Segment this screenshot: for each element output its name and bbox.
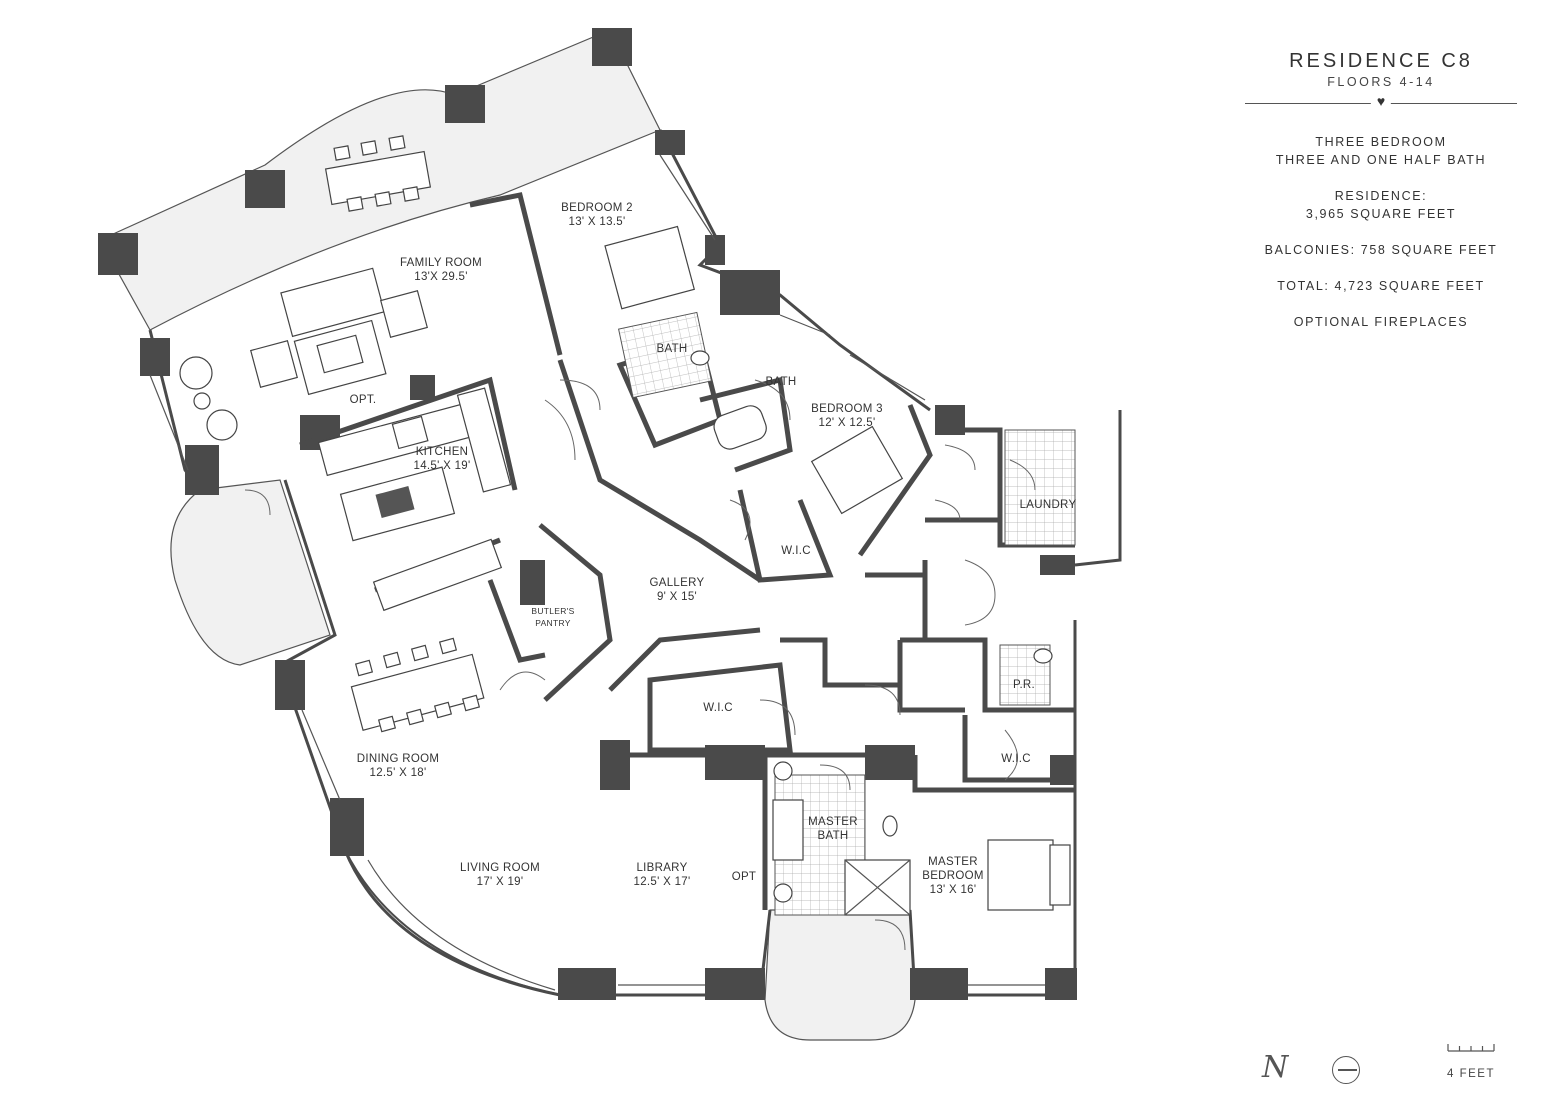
residence-label: RESIDENCE:	[1334, 189, 1428, 203]
family-room-name: FAMILY ROOM	[400, 257, 482, 269]
balconies-block: BALCONIES: 758 SQUARE FEET	[1245, 241, 1517, 259]
living-room-name: LIVING ROOM	[460, 862, 540, 874]
residence-title: RESIDENCE C8	[1289, 50, 1473, 72]
bedroom2-name: BEDROOM 2	[561, 202, 633, 214]
master-bedroom-dims: 13' X 16'	[930, 884, 977, 896]
residence-info-panel: RESIDENCE C8 FLOORS 4-14 ♥ THREE BEDROOM…	[1245, 50, 1517, 331]
total-block: TOTAL: 4,723 SQUARE FEET	[1245, 277, 1517, 295]
library-dims: 12.5' X 17'	[634, 876, 691, 888]
opt-b-label: OPT	[732, 871, 757, 883]
master-balcony	[764, 909, 916, 1041]
door-swings	[244, 379, 1036, 951]
bath-a-label: BATH	[656, 343, 687, 355]
master-bedroom-line1: MASTER	[928, 856, 978, 868]
pr-label: P.R.	[1013, 679, 1035, 691]
bedroom3-dims: 12' X 12.5'	[819, 417, 876, 429]
ornament-divider: ♥	[1245, 91, 1517, 115]
living-room-dims: 17' X 19'	[477, 876, 524, 888]
scale-label: 4 FEET	[1447, 1068, 1495, 1080]
brand-logo: N	[1262, 1050, 1372, 1090]
residence-area-block: RESIDENCE: 3,965 SQUARE FEET	[1245, 187, 1517, 223]
scale-bar: 4 FEET	[1440, 1040, 1502, 1080]
wic-b-label: W.I.C	[703, 702, 733, 714]
structural-columns	[98, 28, 1077, 1000]
wic-c-label: W.I.C	[1001, 753, 1031, 765]
master-bath-line1: MASTER	[808, 816, 858, 828]
fireplace-block: OPTIONAL FIREPLACES	[1245, 313, 1517, 331]
kitchen-dims: 14.5' X 19'	[414, 460, 471, 472]
family-room-dims: 13'X 29.5'	[414, 271, 467, 283]
bed-bath-block: THREE BEDROOM THREE AND ONE HALF BATH	[1245, 133, 1517, 169]
residence-area: 3,965 SQUARE FEET	[1305, 207, 1457, 221]
gallery-dims: 9' X 15'	[657, 591, 697, 603]
inner-arc-wall	[344, 849, 561, 996]
interior-walls	[299, 192, 1075, 910]
windows	[149, 154, 1045, 991]
bedroom2-dims: 13' X 13.5'	[569, 216, 626, 228]
dining-room-name: DINING ROOM	[357, 753, 440, 765]
dining-room-dims: 12.5' X 18'	[370, 767, 427, 779]
dining-table	[350, 637, 485, 733]
fleur-icon: ♥	[1370, 93, 1392, 109]
bedroom-beds	[604, 225, 1071, 911]
bedroom3-name: BEDROOM 3	[811, 403, 883, 415]
logo-circle-icon	[1332, 1056, 1360, 1084]
west-balcony	[170, 479, 331, 666]
gallery-name: GALLERY	[650, 577, 705, 589]
balcony-dining	[324, 135, 432, 212]
logo-letter: N	[1262, 1050, 1289, 1085]
optional-fireplaces: OPTIONAL FIREPLACES	[1293, 315, 1469, 329]
bath-tiles	[618, 311, 1076, 916]
floors-subtitle: FLOORS 4-14	[1327, 75, 1435, 89]
master-bedroom-line2: BEDROOM	[922, 870, 984, 882]
scale-ruler-icon	[1447, 1044, 1495, 1052]
butlers-pantry-line2: PANTRY	[535, 618, 571, 628]
laundry-label: LAUNDRY	[1020, 499, 1077, 511]
family-room-furniture	[179, 267, 429, 441]
master-bath-line2: BATH	[817, 830, 848, 842]
total-area: TOTAL: 4,723 SQUARE FEET	[1277, 279, 1485, 293]
bath-b-label: BATH	[765, 376, 796, 388]
opt-a-label: OPT.	[350, 394, 377, 406]
balconies-area: BALCONIES: 758 SQUARE FEET	[1264, 243, 1498, 257]
bedroom-count: THREE BEDROOM	[1315, 135, 1447, 149]
bath-count: THREE AND ONE HALF BATH	[1275, 153, 1487, 167]
kitchen-name: KITCHEN	[416, 446, 469, 458]
kitchen-counters	[317, 387, 512, 612]
wic-a-label: W.I.C	[781, 545, 811, 557]
butlers-pantry-line1: BUTLER'S	[531, 606, 574, 616]
library-name: LIBRARY	[636, 862, 687, 874]
